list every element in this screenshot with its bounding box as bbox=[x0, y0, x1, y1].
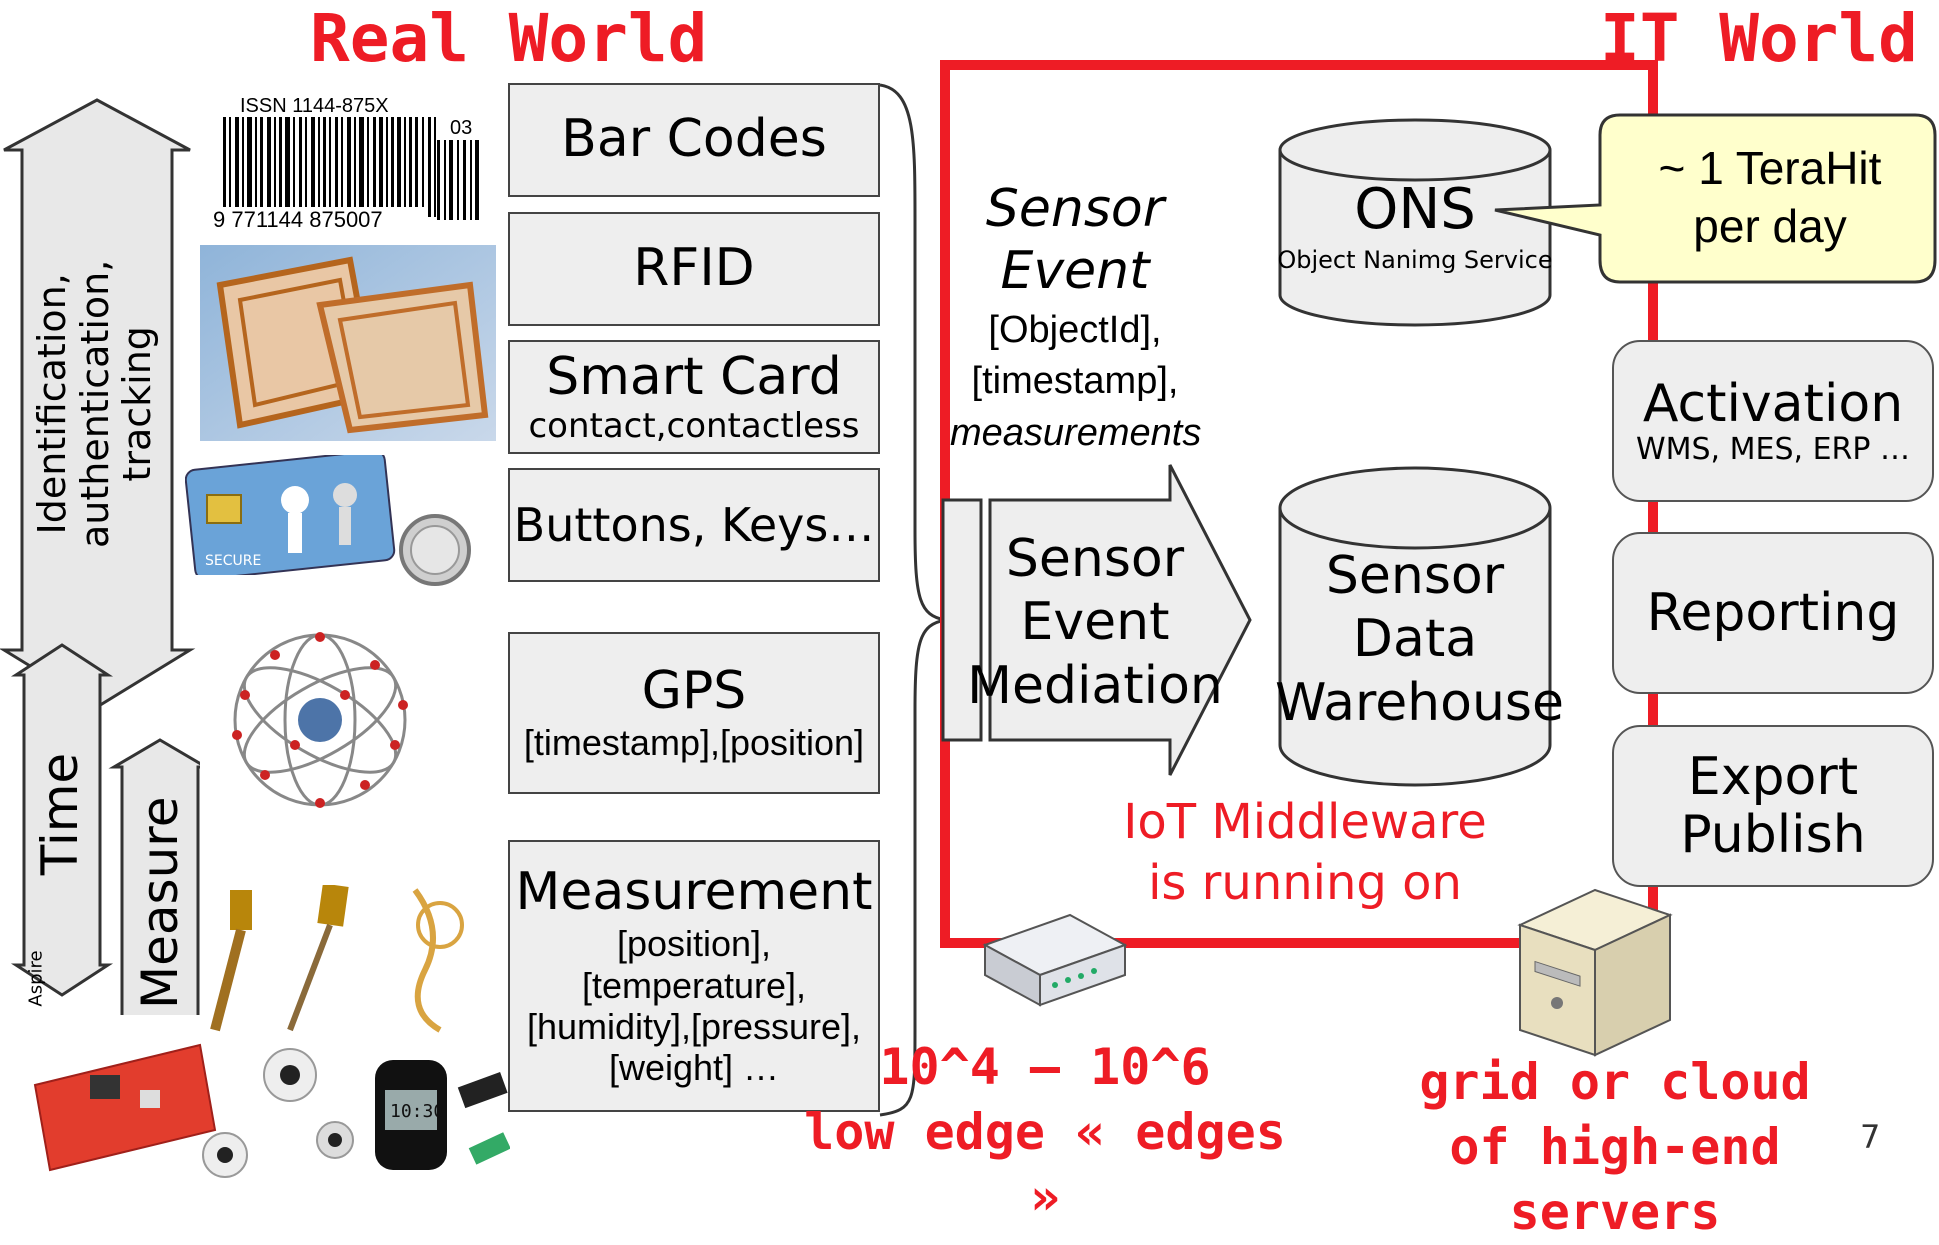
devices-image: 10:30 bbox=[33, 1043, 510, 1178]
watch-text: 10:30 bbox=[390, 1101, 444, 1122]
bar-codes-box: Bar Codes bbox=[508, 83, 880, 197]
edge-label: 10^4 – 10^6 low edge « edges » bbox=[804, 1038, 1286, 1226]
sensor-event-fields: [ObjectId], [timestamp], measurements bbox=[950, 305, 1202, 459]
mediation-arrow bbox=[941, 464, 1252, 776]
ons-sub: Object Nanimg Service bbox=[1277, 246, 1553, 274]
gps-satellite-globe bbox=[232, 632, 408, 808]
ibutton-image bbox=[399, 514, 471, 586]
identification-label: Identification, authentication, tracking bbox=[30, 259, 160, 548]
activation-label: Activation bbox=[1642, 374, 1904, 435]
time-label: Time bbox=[31, 752, 89, 876]
rfid-tag-image bbox=[200, 245, 496, 441]
measurement-line: [temperature], bbox=[581, 964, 807, 1006]
reporting-label: Reporting bbox=[1646, 582, 1900, 643]
cloud-label: grid or cloud of high-end servers bbox=[1419, 1053, 1811, 1241]
ons-cylinder bbox=[1278, 118, 1552, 327]
warehouse-cylinder bbox=[1278, 466, 1552, 787]
barcode-image: ISSN 1144-875X 03 9 771144 875007 bbox=[205, 95, 485, 235]
buttons-keys-box: Buttons, Keys… bbox=[508, 468, 880, 582]
barcode-bars bbox=[223, 117, 436, 217]
measure-label: Measure bbox=[131, 796, 189, 1010]
smart-card-box: Smart Card contact,contactless bbox=[508, 340, 880, 454]
card-text: SECURE bbox=[205, 553, 261, 569]
aspire-label: Aspire bbox=[25, 950, 47, 1007]
gps-label: GPS bbox=[641, 661, 747, 722]
export-publish-box: Export Publish bbox=[1612, 725, 1934, 887]
reporting-box: Reporting bbox=[1612, 532, 1934, 694]
terahit-callout bbox=[1494, 113, 1937, 284]
smart-card-image: SECURE bbox=[185, 455, 396, 575]
measurement-box: Measurement [position], [temperature], [… bbox=[508, 840, 880, 1112]
left-arrows-graphic bbox=[0, 98, 200, 1015]
smart-card-label: Smart Card bbox=[546, 346, 842, 407]
sensor-event-field: [timestamp], bbox=[971, 360, 1179, 403]
gps-sub: [timestamp],[position] bbox=[523, 722, 865, 764]
measurement-line: [humidity],[pressure], bbox=[526, 1005, 862, 1047]
sensors-image bbox=[210, 885, 464, 1033]
buttons-keys-label: Buttons, Keys… bbox=[513, 497, 875, 552]
measurement-label: Measurement bbox=[515, 862, 873, 923]
measurement-line: [weight] … bbox=[608, 1047, 780, 1089]
rfid-box: RFID bbox=[508, 212, 880, 326]
terahit-text: ~ 1 TeraHit per day bbox=[1658, 142, 1882, 252]
sensor-event-field: measurements bbox=[950, 411, 1202, 454]
sensor-event-title: Sensor Event bbox=[985, 179, 1165, 302]
bar-codes-label: Bar Codes bbox=[561, 109, 827, 170]
ons-label: ONS bbox=[1354, 177, 1476, 242]
smart-card-sub: contact,contactless bbox=[528, 406, 860, 447]
iot-middleware-label: IoT Middleware is running on bbox=[1123, 794, 1487, 912]
warehouse-label: Sensor Data Warehouse bbox=[1275, 546, 1564, 733]
mediation-label: Sensor Event Mediation bbox=[967, 529, 1223, 716]
real-world-title: Real World bbox=[310, 0, 708, 77]
export-label: Export bbox=[1687, 746, 1859, 807]
edge-router-icon bbox=[982, 913, 1128, 1007]
server-icon bbox=[1517, 888, 1673, 1057]
publish-label: Publish bbox=[1680, 805, 1866, 865]
ons-text: ONS Object Nanimg Service bbox=[1275, 177, 1555, 275]
activation-sub: WMS, MES, ERP … bbox=[1635, 432, 1911, 468]
gps-box: GPS [timestamp],[position] bbox=[508, 632, 880, 794]
barcode-addon-bars bbox=[437, 140, 479, 220]
rfid-label: RFID bbox=[633, 238, 755, 299]
activation-box: Activation WMS, MES, ERP … bbox=[1612, 340, 1934, 502]
measurement-line: [position], bbox=[616, 923, 772, 965]
page-number: 7 bbox=[1860, 1118, 1881, 1156]
sensor-event-field: [ObjectId], bbox=[988, 309, 1162, 351]
